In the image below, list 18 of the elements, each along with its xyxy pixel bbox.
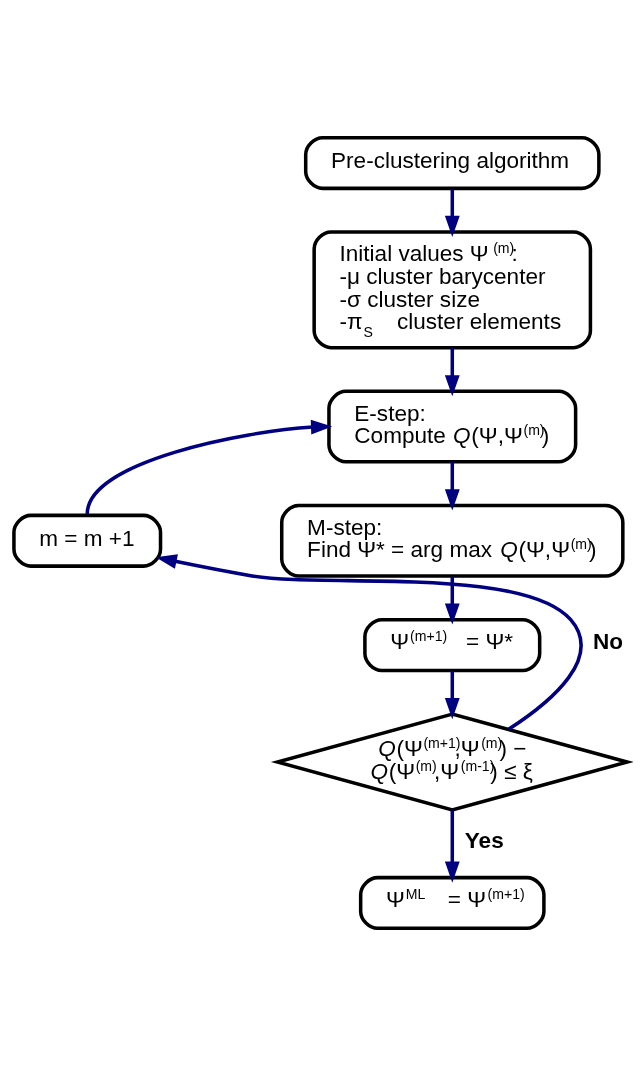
edge-label: No [593,628,624,654]
arrow [444,576,460,625]
node-box: M-step: Find Ψ* = arg max Q(Ψ,Ψ$^{(m)}$) [280,503,625,578]
node-box: E-step: Compute Q(Ψ,Ψ$^{(m)}$) [327,389,578,464]
node-box: Pre-clustering algorithm [303,135,601,190]
arrow [85,419,333,514]
arrow [444,670,460,719]
arrow [444,347,460,396]
node-box: Initial values Ψ$^{(m)}$: -μ cluster barycenter -σ cluster size -π$_{S}$ cluster elements [312,229,593,349]
arrow [444,809,460,883]
node-box: m = m +1 [12,513,163,568]
arrow [155,553,583,731]
arrow [444,461,460,510]
node-diamond: Q(Ψ$^{(m+1)}$,Ψ$^{(m)}$) − Q(Ψ$^{(m)}$,Ψ$^{(m-1)}$) ≤ ξ [270,711,633,812]
arrow [444,188,460,237]
node-box: Ψ$^{ML}$ = Ψ$^{(m+1)}$ [358,875,546,930]
edge-label: Yes [464,827,504,853]
node-box: Ψ$^{(m+1)}$ = Ψ* [363,617,542,672]
